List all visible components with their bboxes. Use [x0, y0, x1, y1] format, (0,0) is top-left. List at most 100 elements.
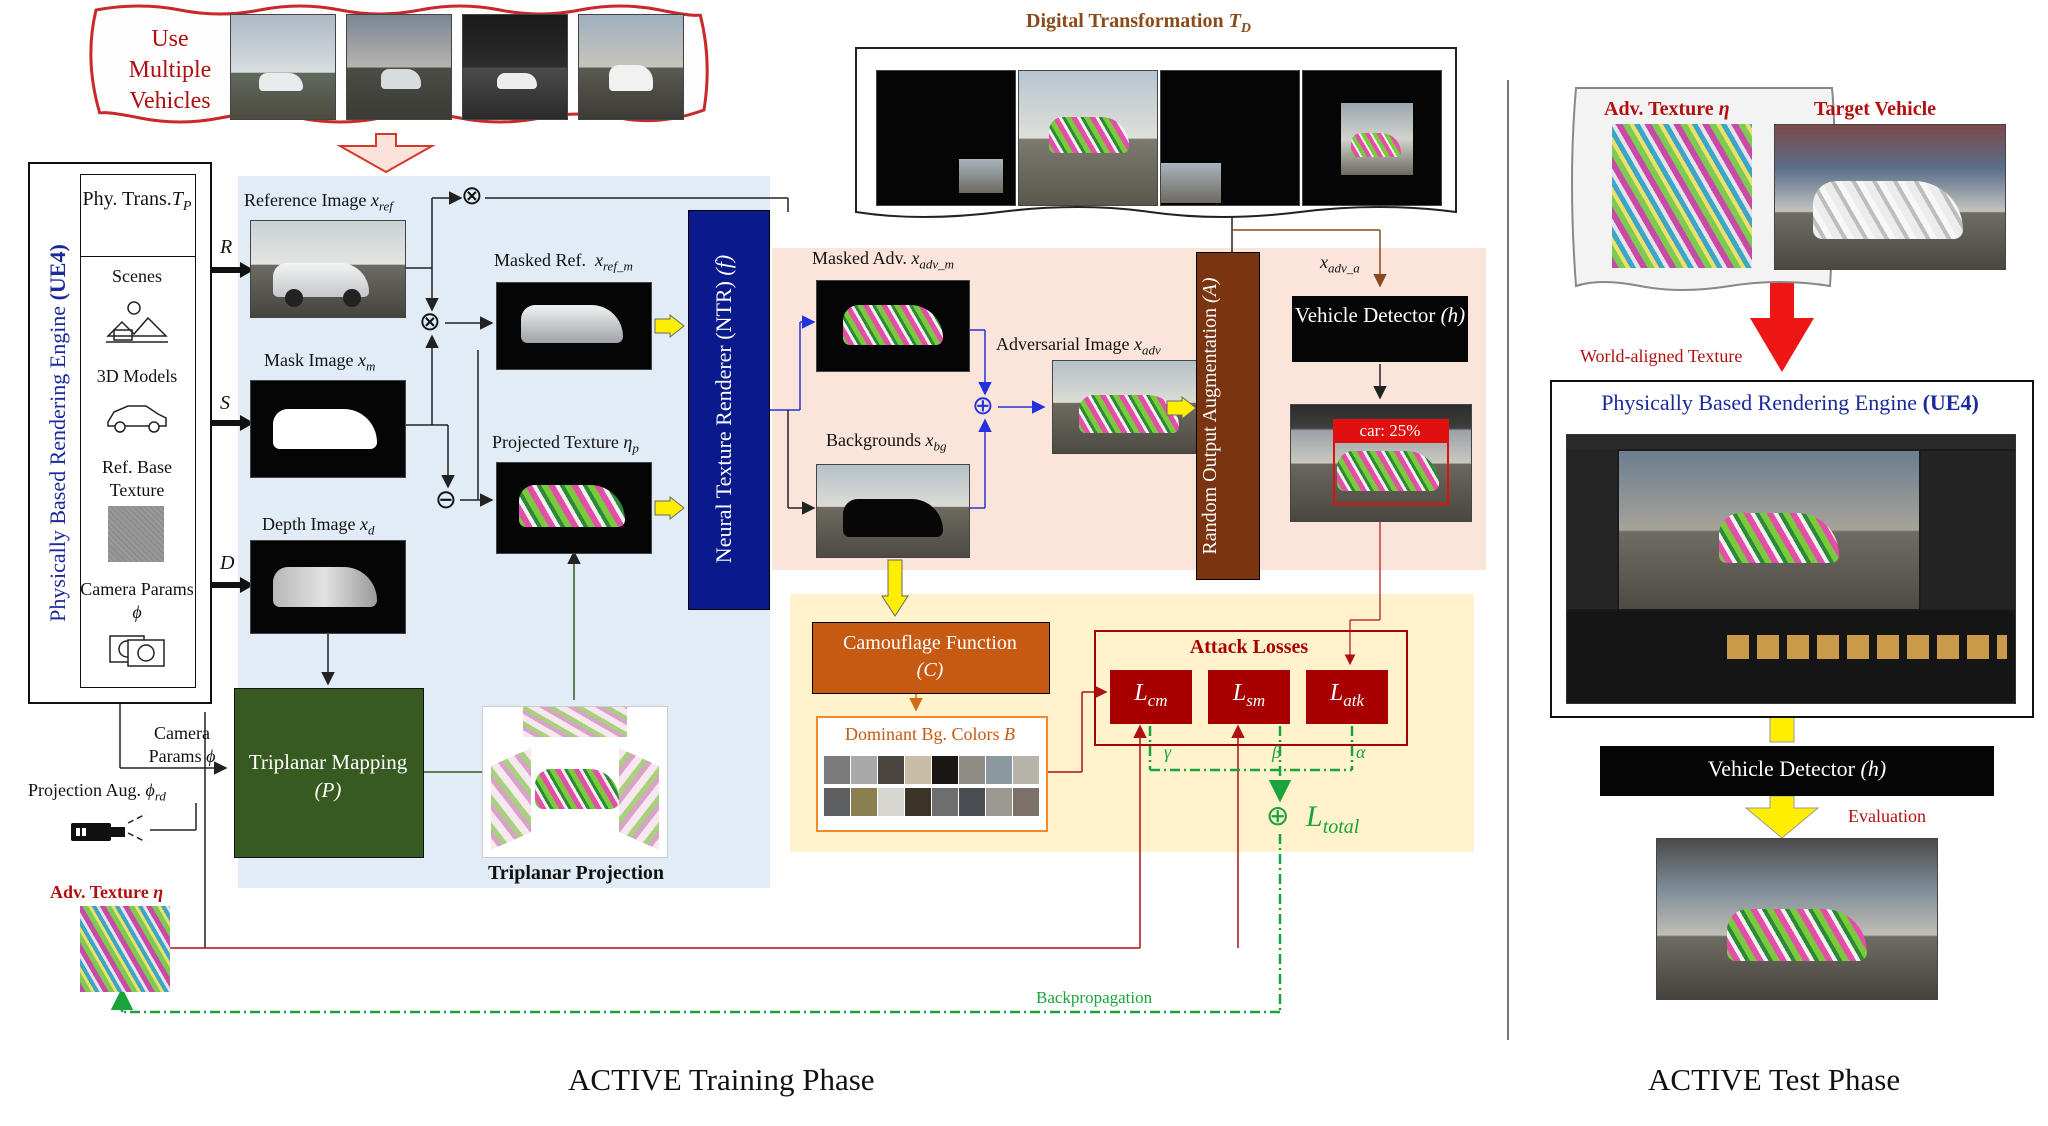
plus-operator: ⊕: [972, 391, 994, 420]
latk-box: [1306, 670, 1388, 724]
dominant-colors-label: Dominant Bg. Colors B: [844, 724, 1015, 744]
masked-ref-image: [496, 282, 652, 370]
pbr-engine-vertical-title: Physically Based Rendering Engine (UE4): [45, 244, 70, 622]
triplanar-projection-image: [482, 706, 668, 858]
multiply-operator-top: ⊗: [461, 181, 483, 210]
vehicle-photo-3: [462, 14, 568, 120]
phy-trans-label: Phy. Trans.TP: [82, 188, 192, 214]
adv-texture-label: Adv. Texture η: [50, 882, 164, 902]
r-label: R: [220, 236, 233, 258]
color-swatch: [1013, 756, 1039, 784]
beta-label: β: [1272, 742, 1281, 762]
roa-label: Random Output Augmentation (A): [1199, 277, 1221, 555]
vehicle-photo-2: [346, 14, 452, 120]
world-aligned-texture-label: World-aligned Texture: [1580, 346, 1743, 366]
adversarial-image-label: Adversarial Image xadv: [996, 334, 1161, 358]
yellow-arrow-roa: [1166, 396, 1198, 420]
color-swatch: [959, 756, 985, 784]
l-total-label: Ltotal: [1306, 800, 1360, 838]
masked-adv-image: [816, 280, 970, 372]
vehicle-detector-box: [1292, 296, 1468, 362]
vehicle-photo-1: [230, 14, 336, 120]
test-detector-box: [1600, 746, 1994, 796]
depth-image-label: Depth Image xd: [262, 514, 375, 538]
camera-icon: [106, 626, 168, 670]
training-phase-label: ACTIVE Training Phase: [568, 1062, 875, 1097]
test-detector-label: Vehicle Detector (h): [1707, 756, 1887, 781]
backgrounds-image: [816, 464, 970, 558]
color-swatch: [824, 756, 850, 784]
backpropagation-label: Backpropagation: [1036, 988, 1153, 1007]
projector-icon: [70, 820, 128, 844]
digital-image-3: [1160, 70, 1300, 206]
projected-texture-image: [496, 462, 652, 554]
detection-image: car: 25%: [1290, 404, 1472, 522]
color-swatch: [986, 788, 1012, 816]
pbr-divider: [80, 256, 196, 257]
adversarial-image: [1052, 360, 1208, 454]
detection-tag: car: 25%: [1333, 419, 1447, 443]
total-plus-operator: ⊕: [1266, 801, 1290, 832]
lsm-label: Lsm: [1232, 680, 1266, 710]
digital-image-4: [1302, 70, 1442, 206]
test-result-image: [1656, 838, 1938, 1000]
3d-models-label: 3D Models: [96, 366, 178, 386]
lcm-label: Lcm: [1134, 680, 1168, 710]
color-swatch: [905, 788, 931, 816]
mask-image-label: Mask Image xm: [264, 350, 376, 374]
pbr-inner-box: [80, 174, 196, 688]
camouflage-function-box: [812, 622, 1050, 694]
color-swatch: [959, 788, 985, 816]
yellow-arrow-ntr-top: [654, 314, 685, 338]
triplanar-projection-label: Triplanar Projection: [487, 862, 665, 884]
gamma-label: γ: [1164, 742, 1172, 762]
ntr-label: Neural Texture Renderer (NTR) (f): [711, 254, 736, 564]
ref-base-texture-swatch: [108, 506, 164, 562]
color-swatch: [1013, 788, 1039, 816]
target-vehicle-image: [1774, 124, 2006, 270]
minus-operator: ⊖: [435, 485, 457, 514]
color-swatch: [986, 756, 1012, 784]
lcm-box: [1110, 670, 1192, 724]
lsm-box: [1208, 670, 1290, 724]
camera-params-label: Camera Params ϕ: [80, 579, 194, 622]
use-multiple-vehicles-title: Use Multiple Vehicles: [128, 26, 212, 114]
test-adv-texture-label: Adv. Texture η: [1604, 98, 1730, 120]
s-label: S: [220, 392, 230, 414]
digital-transformation-title: Digital Transformation TD: [1026, 10, 1251, 36]
scenes-label: Scenes: [112, 266, 162, 286]
camouflage-function-label: Camouflage Function(C): [843, 632, 1017, 681]
projection-aug-label: Projection Aug. ϕrd: [28, 780, 166, 804]
masked-ref-label: Masked Ref. xref_m: [494, 250, 633, 274]
color-swatch: [851, 788, 877, 816]
yellow-arrow-ntr-bottom: [654, 496, 685, 520]
target-vehicle-label: Target Vehicle: [1814, 98, 1937, 120]
projected-texture-label: Projected Texture ηp: [492, 432, 639, 456]
vehicle-detector-label: Vehicle Detector (h): [1294, 303, 1466, 327]
alpha-label: α: [1356, 742, 1366, 762]
color-swatch: [905, 756, 931, 784]
attack-losses-box: [1094, 630, 1408, 746]
car-model-icon: [104, 398, 170, 434]
adv-texture-image: [80, 906, 170, 992]
attack-losses-label: Attack Losses: [1189, 636, 1309, 658]
depth-image: [250, 540, 406, 634]
test-engine-title: Physically Based Rendering Engine (UE4): [1601, 390, 1979, 415]
test-adv-texture-image: [1612, 124, 1752, 268]
vehicle-photo-4: [578, 14, 684, 120]
digital-image-2: [1018, 70, 1158, 206]
reference-image: [250, 220, 406, 318]
triplanar-mapping-box: [234, 688, 424, 858]
roa-box: [1196, 252, 1260, 580]
color-swatch: [878, 756, 904, 784]
backgrounds-label: Backgrounds xbg: [826, 430, 947, 454]
xadv-a-label: xadv_a: [1320, 252, 1360, 276]
scenes-icon: [104, 296, 170, 344]
ref-base-texture-label: Ref. Base Texture: [102, 457, 172, 500]
digital-image-1: [876, 70, 1016, 206]
multiply-operator-mid: ⊗: [419, 307, 441, 336]
latk-label: Latk: [1329, 680, 1365, 710]
evaluation-label: Evaluation: [1848, 806, 1926, 826]
dominant-color-swatches: [824, 756, 1040, 820]
color-swatch: [824, 788, 850, 816]
